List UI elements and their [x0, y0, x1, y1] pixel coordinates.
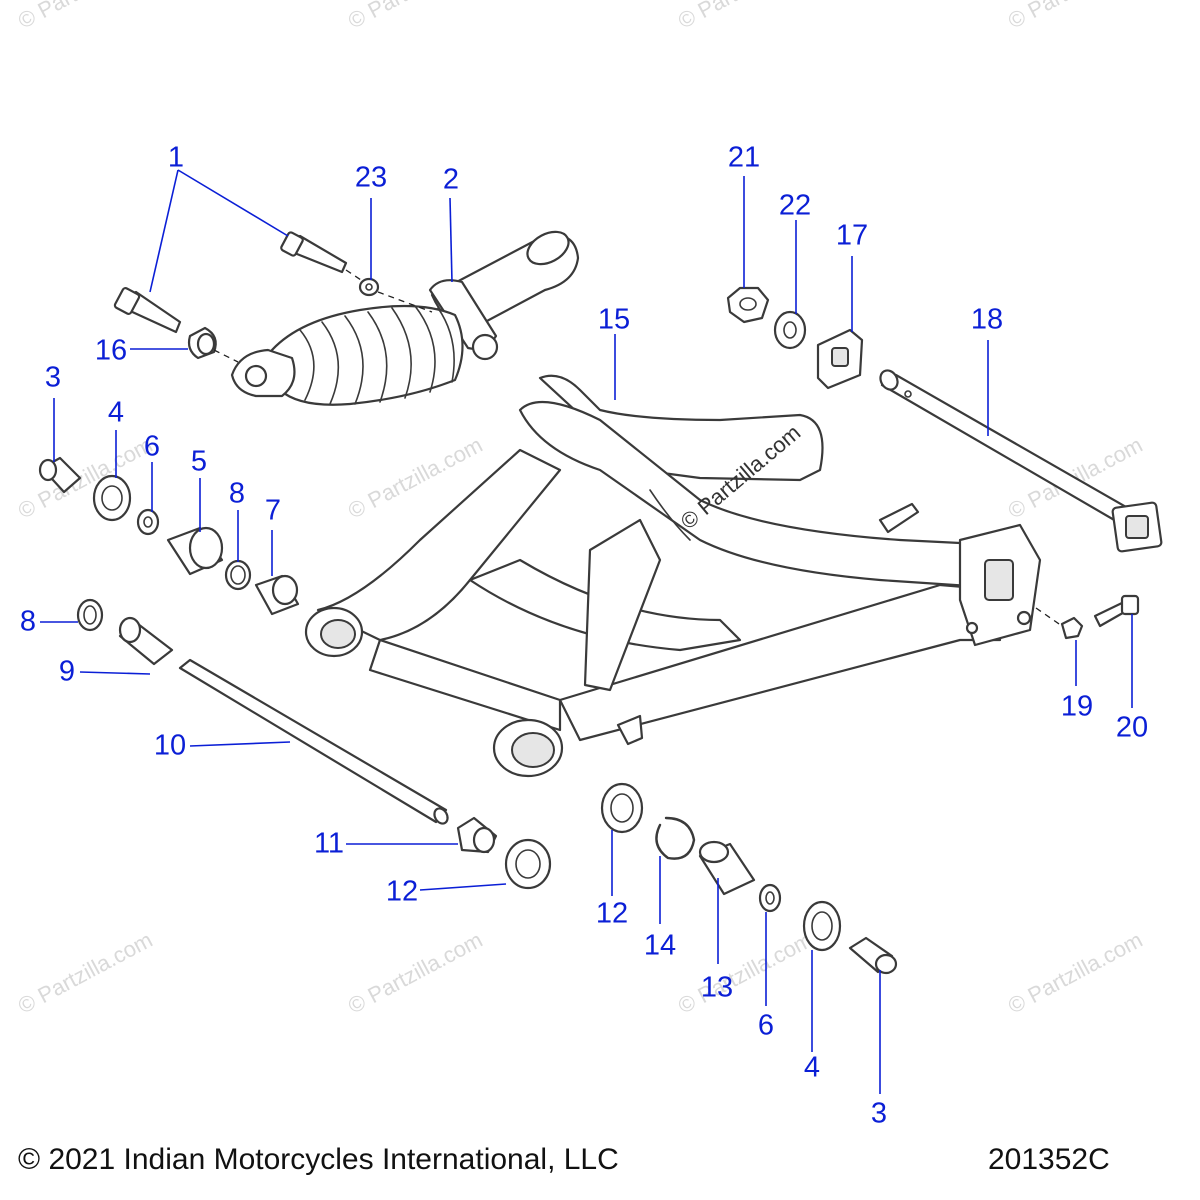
callout-4: 4	[803, 1051, 821, 1084]
callout-17: 17	[835, 219, 869, 252]
callout-9: 9	[58, 655, 76, 688]
sleeve-left	[254, 574, 300, 616]
callout-12: 12	[595, 897, 629, 930]
washer-right	[758, 883, 782, 913]
callout-11: 11	[313, 827, 345, 860]
leader-lines	[40, 169, 1133, 1094]
callout-13: 13	[700, 971, 734, 1004]
callout-8: 8	[19, 605, 37, 638]
callout-22: 22	[778, 189, 812, 222]
shock-absorber	[230, 230, 580, 406]
washer-small	[358, 277, 380, 297]
bearing-12-right	[600, 782, 644, 834]
callout-3: 3	[44, 361, 62, 394]
pivot-nut-right	[802, 900, 842, 952]
bushing-left	[166, 526, 224, 576]
axle-adjuster	[816, 328, 864, 390]
swingarm	[304, 374, 1042, 778]
axle-washer	[773, 310, 807, 350]
callout-16: 16	[94, 334, 128, 367]
callout-15: 15	[597, 303, 631, 336]
collar-11	[456, 816, 498, 854]
pivot-bolt-left	[38, 456, 82, 494]
bushing-13	[698, 840, 756, 896]
callout-10: 10	[153, 729, 187, 762]
adjuster-bolt	[1093, 594, 1140, 628]
callout-3: 3	[870, 1097, 888, 1130]
drawing-number: 201352C	[988, 1143, 1110, 1176]
pivot-shaft	[178, 658, 449, 825]
adjuster-nut	[1060, 616, 1084, 640]
callout-1: 1	[167, 141, 185, 174]
snap-ring	[655, 816, 696, 860]
bearing-12-left	[504, 838, 552, 890]
callout-6: 6	[757, 1009, 775, 1042]
pivot-nut-left	[92, 474, 132, 522]
callout-5: 5	[190, 445, 208, 478]
callout-12: 12	[385, 875, 419, 908]
callout-21: 21	[727, 141, 761, 174]
spacer	[187, 326, 217, 360]
ring-left	[224, 559, 252, 591]
axle-nut	[726, 286, 770, 324]
ring-left-outer	[76, 598, 104, 632]
pivot-bolt-right	[848, 936, 898, 975]
callout-14: 14	[643, 929, 677, 962]
washer-left	[136, 508, 160, 536]
callout-18: 18	[970, 303, 1004, 336]
callout-19: 19	[1060, 690, 1094, 723]
shock-bolt-lower	[113, 287, 182, 334]
callout-23: 23	[354, 161, 388, 194]
callout-2: 2	[442, 163, 460, 196]
flange-bushing-left	[118, 616, 174, 666]
shock-bolt-upper	[280, 231, 348, 274]
callout-7: 7	[264, 494, 282, 527]
copyright-notice: © 2021 Indian Motorcycles International,…	[18, 1143, 619, 1176]
callout-20: 20	[1115, 711, 1149, 744]
callout-8: 8	[228, 477, 246, 510]
callout-6: 6	[143, 430, 161, 463]
rear-axle	[879, 369, 1163, 553]
callout-4: 4	[107, 396, 125, 429]
